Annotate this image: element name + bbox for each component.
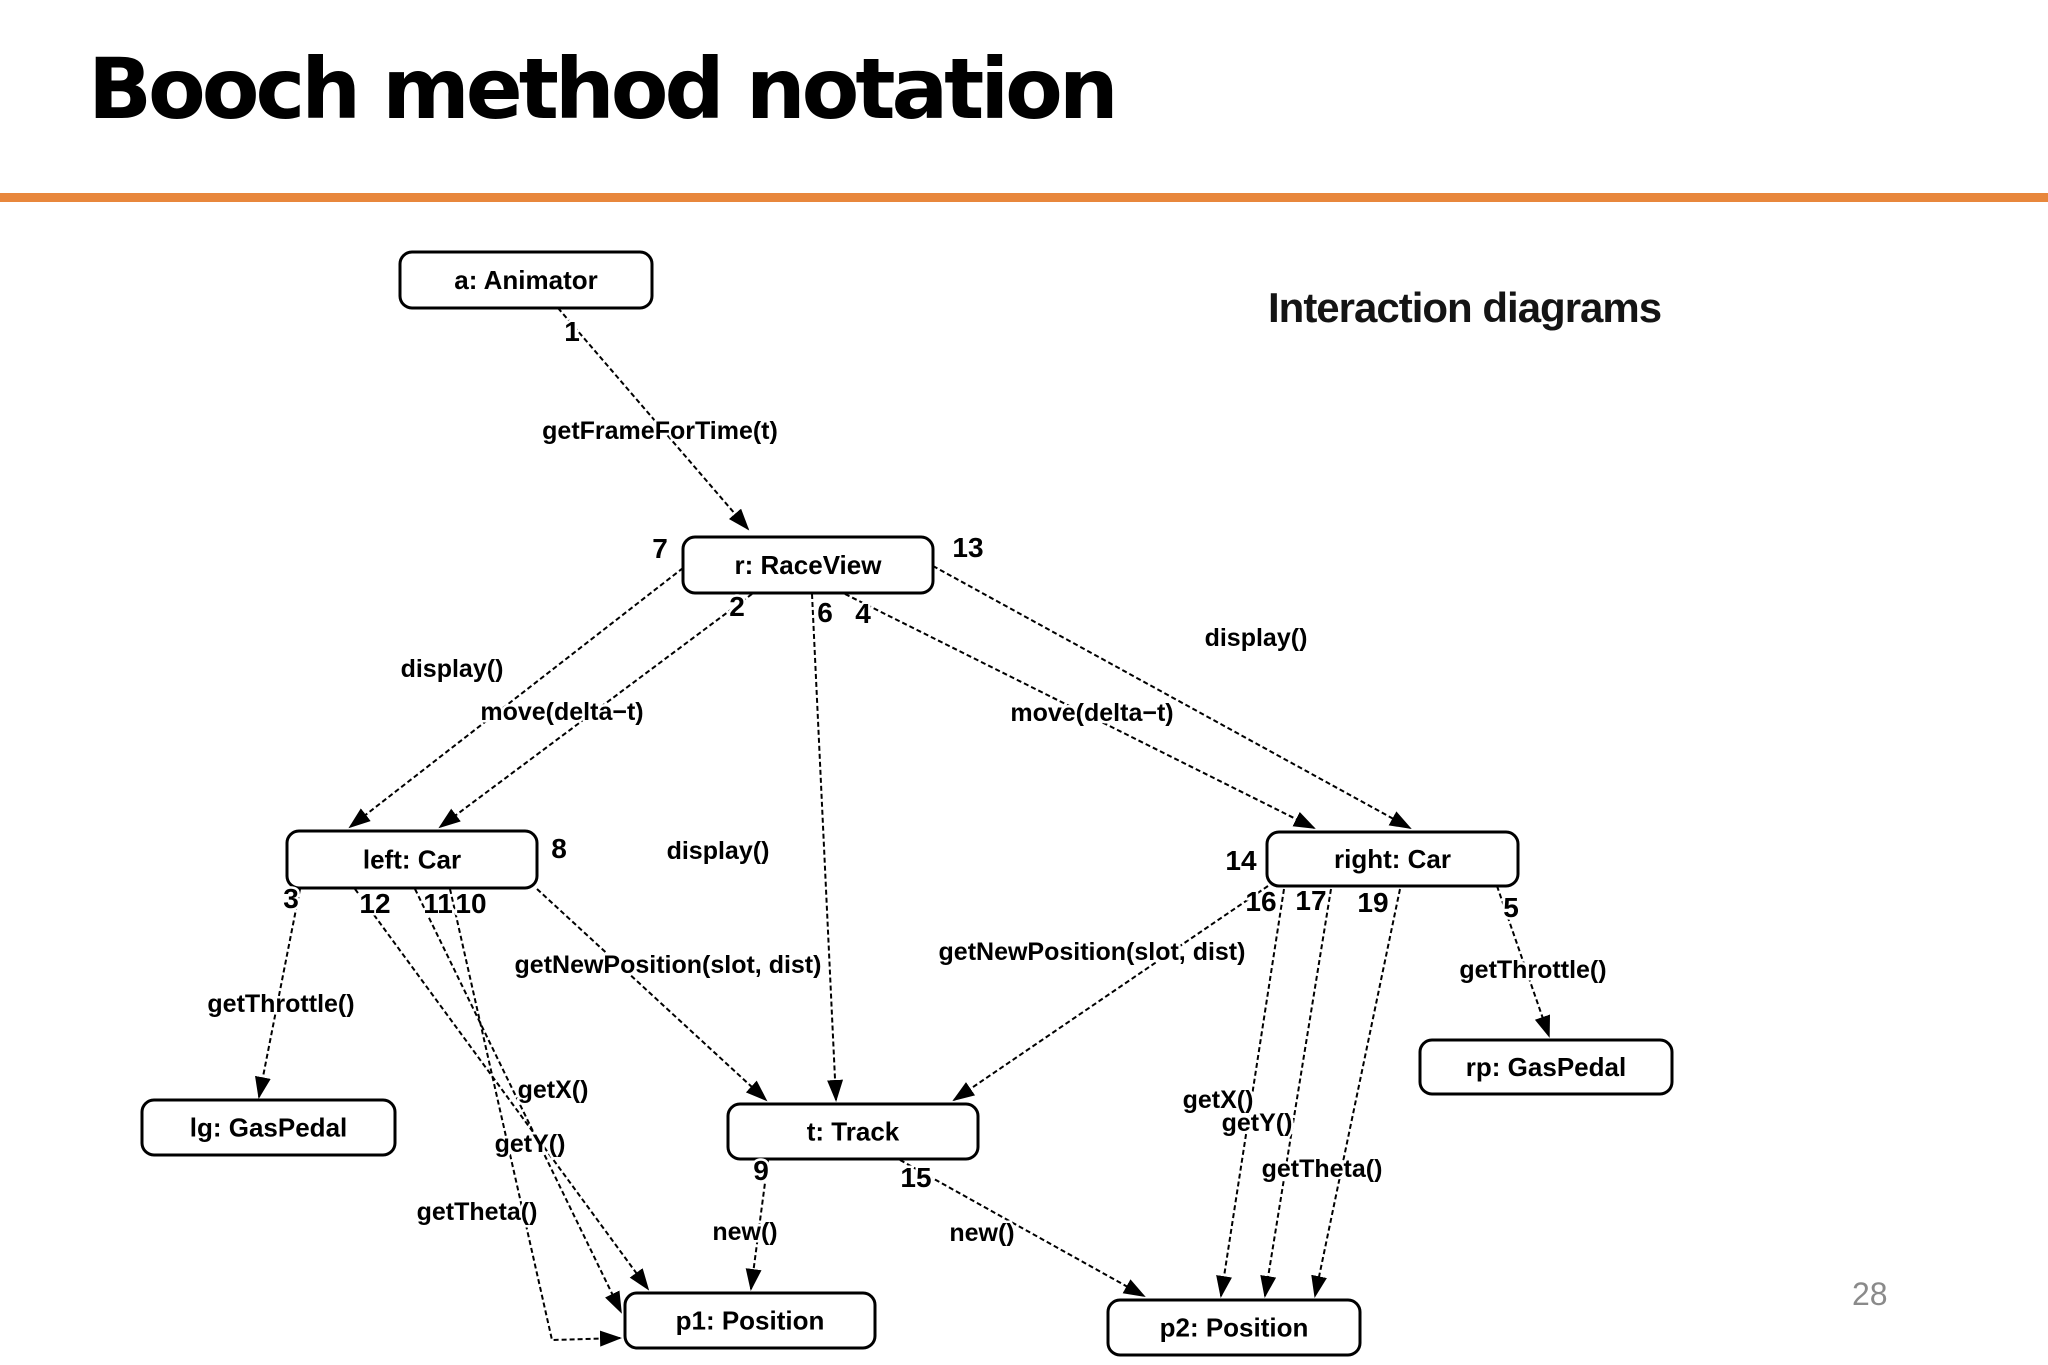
node-rp: rp: GasPedal bbox=[1418, 1038, 1674, 1096]
msg-15-label: new() bbox=[949, 1219, 1014, 1247]
msg-17-line bbox=[1260, 888, 1332, 1298]
lg-box bbox=[140, 1098, 397, 1157]
msg-6-number: 6 bbox=[817, 597, 833, 628]
node-animator: a: Animator bbox=[398, 250, 654, 310]
msg-17-number: 17 bbox=[1295, 885, 1326, 916]
page-number: 28 bbox=[1852, 1276, 1888, 1312]
msg-16-number: 16 bbox=[1245, 886, 1276, 917]
msg-2-number: 2 bbox=[729, 591, 745, 622]
msg-11-number: 11 bbox=[423, 888, 453, 919]
msg-7-number: 7 bbox=[652, 533, 668, 564]
msg-9-number: 9 bbox=[753, 1155, 769, 1186]
p2-box bbox=[1106, 1298, 1362, 1357]
msg-13-line bbox=[932, 565, 1412, 829]
node-leftcar: left: Car bbox=[285, 829, 539, 890]
title-divider bbox=[0, 193, 2048, 202]
rp-box bbox=[1418, 1038, 1674, 1096]
node-track: t: Track bbox=[726, 1102, 980, 1161]
msg-9-line bbox=[745, 1159, 769, 1291]
msg-19-line bbox=[1311, 888, 1401, 1298]
msg-14-line bbox=[952, 885, 1269, 1102]
msg-10-label: getTheta() bbox=[417, 1198, 538, 1226]
msg-6-label: display() bbox=[667, 837, 770, 865]
msg-3-number: 3 bbox=[283, 883, 299, 914]
msg-1-line bbox=[557, 307, 750, 531]
msg-15-line bbox=[899, 1159, 1146, 1297]
msg-11-label: getY() bbox=[495, 1130, 566, 1158]
edge-text-layer: 1 getFrameForTime(t) 7 display() 2 move(delta… bbox=[205, 314, 1609, 1250]
raceview-label: r: RaceView bbox=[735, 550, 883, 580]
msg-19-label: getTheta() bbox=[1262, 1155, 1383, 1183]
node-p2: p2: Position bbox=[1106, 1298, 1362, 1357]
msg-1-number: 1 bbox=[564, 316, 580, 347]
msg-8-number: 8 bbox=[551, 833, 567, 864]
msg-10-number: 10 bbox=[455, 888, 486, 919]
msg-14-label: getNewPosition(slot, dist) bbox=[939, 938, 1246, 966]
msg-13-label: display() bbox=[1205, 624, 1308, 652]
p1-box bbox=[623, 1291, 877, 1350]
msg-8-line bbox=[536, 888, 768, 1102]
msg-2-line bbox=[438, 593, 753, 829]
msg-4-number: 4 bbox=[855, 598, 871, 629]
msg-5-label: getThrottle() bbox=[1459, 956, 1606, 984]
edge-layer bbox=[255, 307, 1551, 1347]
leftcar-box bbox=[285, 829, 539, 890]
rightcar-label: right: Car bbox=[1334, 844, 1451, 874]
rp-label: rp: GasPedal bbox=[1466, 1052, 1626, 1082]
msg-9-label: new() bbox=[712, 1218, 777, 1246]
lg-label: lg: GasPedal bbox=[190, 1113, 348, 1143]
node-raceview: r: RaceView bbox=[681, 535, 935, 595]
rightcar-box bbox=[1265, 830, 1520, 888]
track-label: t: Track bbox=[807, 1117, 900, 1147]
diagram-subtitle: Interaction diagrams bbox=[1268, 284, 1662, 331]
msg-4-line bbox=[844, 593, 1316, 829]
node-lg: lg: GasPedal bbox=[140, 1098, 397, 1157]
msg-17-label: getY() bbox=[1222, 1109, 1293, 1137]
p1-label: p1: Position bbox=[676, 1306, 825, 1336]
msg-3-line bbox=[255, 888, 301, 1099]
node-layer: a: Animator r: RaceView left: Car right: Ca… bbox=[140, 250, 1674, 1357]
msg-12-label: getX() bbox=[518, 1076, 589, 1104]
msg-10-line bbox=[449, 888, 622, 1347]
leftcar-label: left: Car bbox=[363, 845, 461, 875]
msg-7-label: display() bbox=[401, 655, 504, 683]
msg-2-label: move(delta−t) bbox=[480, 698, 643, 726]
msg-16-label: getX() bbox=[1183, 1086, 1254, 1114]
msg-8-label: getNewPosition(slot, dist) bbox=[515, 951, 822, 979]
msg-6-line bbox=[811, 593, 844, 1102]
msg-4-label: move(delta−t) bbox=[1010, 699, 1173, 727]
msg-7-line bbox=[348, 567, 684, 829]
msg-13-number: 13 bbox=[952, 532, 983, 563]
msg-12-number: 12 bbox=[359, 888, 390, 919]
msg-14-number: 14 bbox=[1225, 845, 1257, 876]
msg-15-number: 15 bbox=[900, 1162, 931, 1193]
p2-label: p2: Position bbox=[1160, 1313, 1309, 1343]
msg-12-line bbox=[354, 888, 650, 1291]
msg-11-line bbox=[414, 888, 622, 1314]
msg-16-line bbox=[1216, 888, 1285, 1298]
page-title: Booch method notation bbox=[88, 40, 1119, 138]
track-box bbox=[726, 1102, 980, 1161]
animator-label: a: Animator bbox=[454, 265, 598, 295]
msg-1-label: getFrameForTime(t) bbox=[542, 417, 778, 445]
msg-5-line bbox=[1496, 885, 1551, 1038]
msg-19-number: 19 bbox=[1357, 887, 1388, 918]
raceview-box bbox=[681, 535, 935, 595]
node-p1: p1: Position bbox=[623, 1291, 877, 1350]
msg-3-label: getThrottle() bbox=[207, 990, 354, 1018]
msg-5-number: 5 bbox=[1503, 892, 1519, 923]
animator-box bbox=[398, 250, 654, 310]
node-rightcar: right: Car bbox=[1265, 830, 1520, 888]
